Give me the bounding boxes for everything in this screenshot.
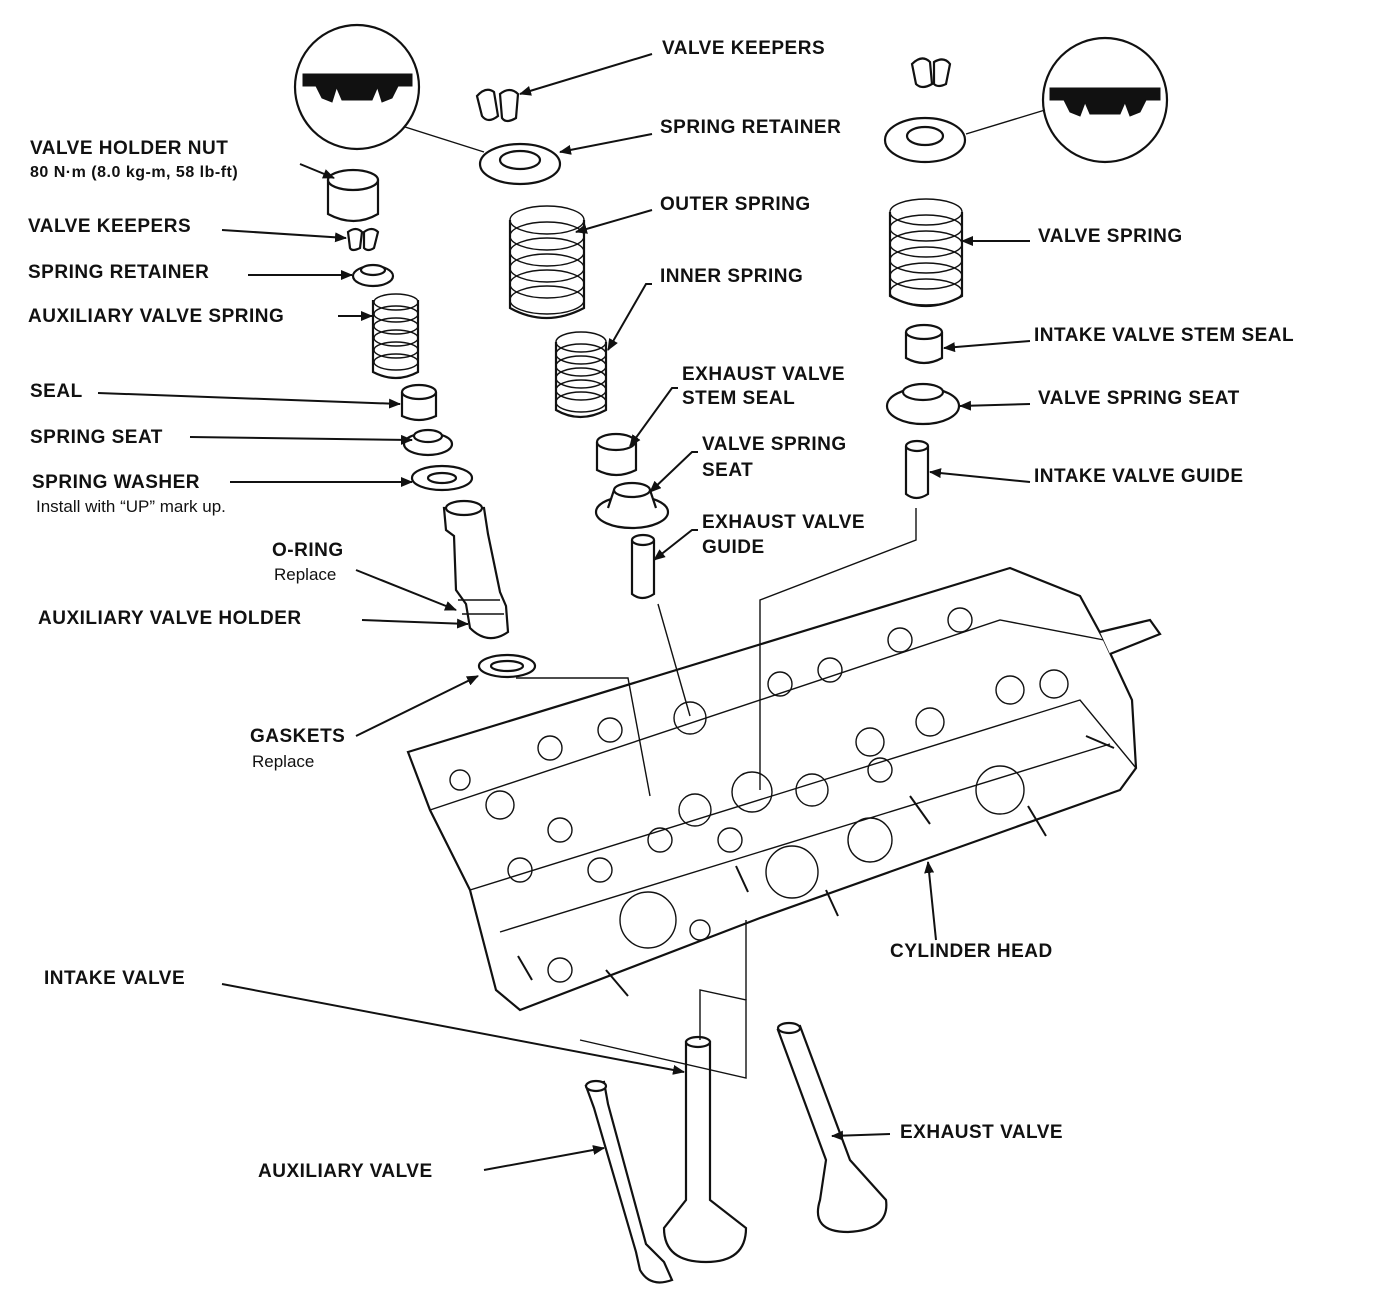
auxiliary-valve-part [584, 1079, 674, 1284]
spring-seat-part [402, 428, 454, 457]
auxiliary-valve-spring-part [371, 293, 420, 380]
spring-retainer-left-part [351, 263, 395, 288]
exhaust-valve-guide-part [630, 533, 656, 600]
label-valve-spring-seat-right: VALVE SPRING SEAT [1038, 388, 1240, 409]
valve-keepers-left-part [346, 227, 380, 252]
label-inner-spring: INNER SPRING [660, 266, 804, 287]
valve-keepers-right-part [910, 57, 952, 89]
center-lines [516, 508, 917, 1079]
gaskets-part [477, 653, 537, 679]
label-gaskets-note: Replace [252, 752, 315, 771]
label-auxiliary-valve-spring: AUXILIARY VALVE SPRING [28, 306, 285, 327]
valve-spring-seat-right-part [885, 382, 961, 426]
label-spring-retainer-left: SPRING RETAINER [28, 262, 210, 283]
auxiliary-valve-holder-part [442, 499, 510, 640]
valve-spring-seat-mid-part [594, 481, 670, 530]
label-valve-spring-seat-mid-line1: VALVE SPRING [702, 434, 847, 455]
exhaust-valve-part [776, 1021, 888, 1234]
label-valve-spring: VALVE SPRING [1038, 226, 1183, 247]
inner-spring-part [554, 331, 608, 419]
label-seal: SEAL [30, 381, 83, 402]
label-intake-valve: INTAKE VALVE [44, 968, 186, 989]
label-intake-valve-stem-seal: INTAKE VALVE STEM SEAL [1034, 325, 1295, 346]
label-o-ring-note: Replace [274, 565, 337, 584]
label-o-ring: O-RING [272, 540, 344, 561]
label-auxiliary-valve: AUXILIARY VALVE [258, 1161, 433, 1182]
label-valve-keepers-left: VALVE KEEPERS [28, 216, 192, 237]
label-spring-washer: SPRING WASHER [32, 472, 201, 493]
label-exhaust-valve-stem-seal-line2: STEM SEAL [682, 388, 796, 409]
label-exhaust-valve-guide-line2: GUIDE [702, 537, 765, 558]
outer-spring-part [508, 205, 586, 319]
detail-circle-right [965, 36, 1169, 164]
label-exhaust-valve-guide-line1: EXHAUST VALVE [702, 512, 866, 533]
spring-washer-part [410, 464, 474, 492]
label-outer-spring: OUTER SPRING [660, 194, 811, 215]
valve-spring-part [888, 198, 964, 307]
label-exhaust-valve: EXHAUST VALVE [900, 1122, 1064, 1143]
intake-valve-stem-seal-part [904, 323, 944, 365]
label-spring-washer-note: Install with “UP” mark up. [36, 497, 226, 516]
label-spring-retainer-top: SPRING RETAINER [660, 117, 842, 138]
label-cylinder-head: CYLINDER HEAD [890, 941, 1053, 962]
seal-part [400, 383, 438, 422]
spring-retainer-right-part [883, 116, 967, 164]
label-valve-spring-seat-mid-line2: SEAT [702, 460, 754, 481]
valve-holder-nut-part [326, 168, 380, 223]
cylinder-head-part [406, 566, 1162, 1012]
exhaust-valve-stem-seal-part [595, 432, 638, 477]
label-exhaust-valve-stem-seal-line1: EXHAUST VALVE [682, 364, 846, 385]
intake-valve-guide-part [904, 439, 930, 500]
intake-valve-part [662, 1035, 748, 1264]
spring-retainer-top-part [478, 142, 562, 186]
label-valve-keepers-top: VALVE KEEPERS [662, 38, 826, 59]
label-auxiliary-valve-holder: AUXILIARY VALVE HOLDER [38, 608, 302, 629]
label-intake-valve-guide: INTAKE VALVE GUIDE [1034, 466, 1244, 487]
label-spring-seat: SPRING SEAT [30, 427, 163, 448]
label-valve-holder-nut: VALVE HOLDER NUT [30, 138, 229, 159]
label-valve-holder-nut-torque: 80 N·m (8.0 kg-m, 58 lb-ft) [30, 164, 239, 181]
leader-lines [97, 53, 1031, 1171]
detail-circle-left [293, 23, 485, 153]
label-gaskets: GASKETS [250, 726, 346, 747]
valve-keepers-top-part [475, 88, 520, 123]
